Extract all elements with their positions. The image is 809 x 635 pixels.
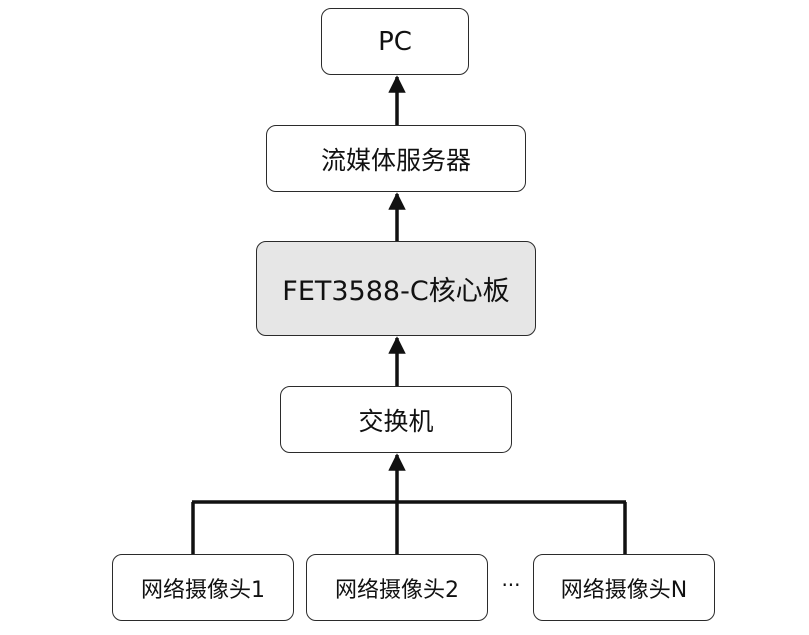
camera-n-node-label: 网络摄像头N — [560, 577, 688, 603]
camera-1-node: 网络摄像头1 — [112, 554, 294, 621]
camera-2-node: 网络摄像头2 — [306, 554, 488, 621]
ellipsis-text: ··· — [501, 573, 521, 597]
camera-2-node-label: 网络摄像头2 — [335, 577, 459, 603]
pc-node-label: PC — [378, 26, 412, 57]
switch-node-label: 交换机 — [358, 406, 434, 436]
camera-1-node-label: 网络摄像头1 — [141, 577, 265, 603]
camera-n-node: 网络摄像头N — [533, 554, 715, 621]
switch-node: 交换机 — [280, 386, 512, 453]
core-board-node-label: FET3588-C核心板 — [282, 276, 510, 307]
core-board-node: FET3588-C核心板 — [256, 241, 536, 336]
stream-server-node-label: 流媒体服务器 — [320, 145, 471, 175]
stream-server-node: 流媒体服务器 — [266, 125, 526, 192]
pc-node: PC — [321, 8, 469, 75]
